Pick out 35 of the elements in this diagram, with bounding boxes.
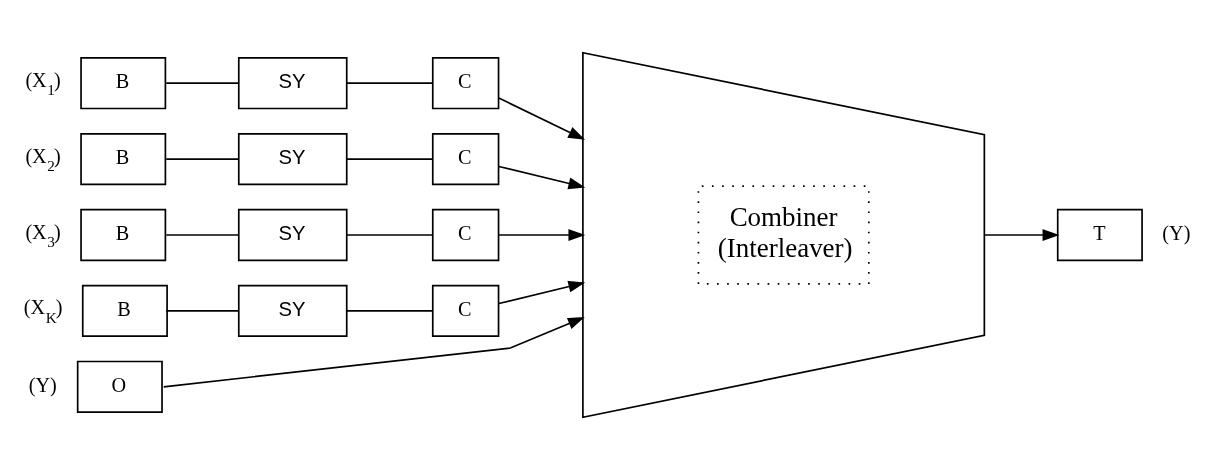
node-box: SY [237, 132, 348, 185]
connector [346, 233, 434, 236]
node-box: T [1056, 208, 1143, 261]
connector [165, 309, 239, 312]
node-box: C [431, 208, 500, 261]
connector [346, 81, 434, 84]
arrow [498, 228, 586, 241]
connector [165, 233, 239, 236]
node-box: B [81, 284, 168, 337]
connector [165, 81, 239, 84]
arrow [498, 280, 586, 304]
arrow [498, 96, 586, 140]
connector [346, 157, 434, 160]
node-label: (X$_{K}$) [23, 295, 63, 326]
node-label: (X$_{1}$) [25, 68, 61, 98]
node-label: (X$_{2}$) [25, 144, 61, 174]
node-box: SY [237, 56, 348, 109]
node-box: SY [237, 208, 348, 261]
node-box: Combiner (Interleaver) [582, 51, 986, 418]
node-label: (Y) [28, 373, 57, 396]
node-label: (Y) [1162, 221, 1191, 244]
connector [165, 157, 239, 160]
node-box: C [431, 132, 500, 185]
node-box: O [76, 360, 163, 413]
node-box: SY [237, 284, 348, 337]
node-box: B [80, 56, 167, 109]
node-box: C [431, 56, 500, 109]
node-label: (X$_{3}$) [25, 220, 61, 250]
arrow [162, 316, 585, 388]
connector [346, 309, 434, 312]
node-box: C [431, 284, 500, 337]
node-box: B [80, 208, 167, 261]
arrow [983, 228, 1060, 241]
node-box: B [80, 132, 167, 185]
arrow [498, 165, 586, 189]
